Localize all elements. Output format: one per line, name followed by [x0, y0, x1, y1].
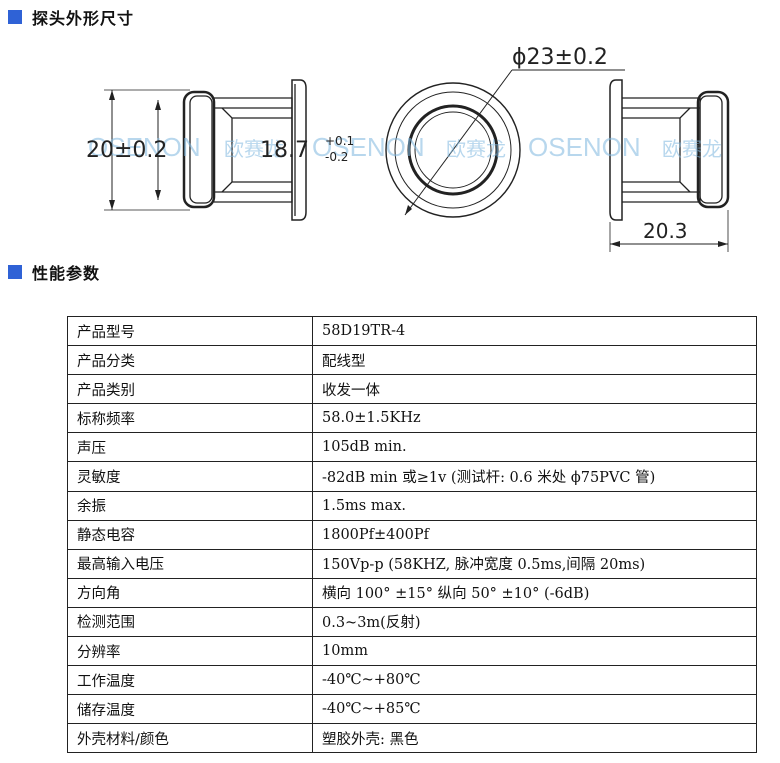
spec-value: -40℃~+80℃	[312, 665, 757, 696]
height-dimension-label: 20±0.2	[86, 138, 167, 163]
watermark-cn-3: 欧赛龙	[662, 137, 722, 161]
params-title: 性能参数	[32, 264, 101, 283]
spec-value: 1.5ms max.	[312, 490, 757, 521]
diameter-dimension-label: ϕ23±0.2	[512, 45, 608, 70]
spec-label: 余振	[67, 490, 313, 521]
depth-dimension-label: 20.3	[643, 219, 688, 243]
inner-tolerance-minus: -0.2	[325, 150, 348, 164]
table-row: 产品分类配线型	[67, 345, 757, 376]
spec-label: 储存温度	[67, 694, 313, 725]
blue-square-icon	[8, 265, 22, 279]
spec-label: 外壳材料/颜色	[67, 723, 313, 754]
spec-value: -82dB min 或≥1v (测试杆: 0.6 米处 ϕ75PVC 管)	[312, 461, 757, 492]
spec-value: 配线型	[312, 345, 757, 376]
table-row: 灵敏度-82dB min 或≥1v (测试杆: 0.6 米处 ϕ75PVC 管)	[67, 461, 757, 492]
table-row: 储存温度-40℃~+85℃	[67, 694, 757, 725]
spec-label: 声压	[67, 432, 313, 463]
spec-label: 产品类别	[67, 374, 313, 405]
spec-label: 标称频率	[67, 403, 313, 434]
spec-label: 最高输入电压	[67, 548, 313, 579]
table-row: 产品类别收发一体	[67, 374, 757, 405]
spec-value: 塑胶外壳: 黑色	[312, 723, 757, 754]
table-row: 工作温度-40℃~+80℃	[67, 665, 757, 696]
side-view-right	[609, 79, 730, 252]
dimension-drawing: OSENON 欧赛龙 OSENON 欧赛龙 OSENON 欧赛龙 20±0.2 …	[86, 45, 730, 252]
spec-value: 150Vp-p (58KHZ, 脉冲宽度 0.5ms,间隔 20ms)	[312, 548, 757, 579]
inner-dimension-label: 18.7	[260, 138, 309, 163]
table-row: 外壳材料/颜色塑胶外壳: 黑色	[67, 723, 757, 754]
spec-label: 静态电容	[67, 519, 313, 550]
front-view-circle	[385, 69, 625, 218]
dimensions-section-header: 探头外形尺寸	[8, 6, 134, 28]
spec-label: 方向角	[67, 577, 313, 608]
spec-value: -40℃~+85℃	[312, 694, 757, 725]
watermark-cn-2: 欧赛龙	[446, 137, 506, 161]
blue-square-icon	[8, 10, 22, 24]
watermark-text-1: OSENON	[88, 132, 201, 162]
spec-value: 0.3~3m(反射)	[312, 606, 757, 638]
watermark-text-2: OSENON	[312, 132, 425, 162]
side-view-left	[104, 79, 307, 221]
spec-label: 检测范围	[67, 606, 313, 638]
spec-value: 58D19TR-4	[312, 315, 757, 347]
spec-value: 横向 100° ±15° 纵向 50° ±10° (-6dB)	[312, 577, 757, 608]
watermark-text-3: OSENON	[528, 132, 641, 162]
spec-value: 1800Pf±400Pf	[312, 519, 757, 550]
spec-label: 产品分类	[67, 345, 313, 376]
spec-label: 产品型号	[67, 315, 313, 347]
spec-label: 分辨率	[67, 636, 313, 667]
spec-value: 58.0±1.5KHz	[312, 403, 757, 434]
spec-label: 灵敏度	[67, 461, 313, 492]
watermark-cn-1: 欧赛龙	[224, 137, 284, 161]
spec-value: 收发一体	[312, 374, 757, 405]
watermark: OSENON 欧赛龙 OSENON 欧赛龙 OSENON 欧赛龙	[88, 132, 722, 162]
spec-value: 10mm	[312, 636, 757, 667]
inner-tolerance-plus: +0.1	[325, 134, 354, 148]
params-section-header: 性能参数	[8, 261, 100, 283]
dimensions-title: 探头外形尺寸	[32, 9, 135, 28]
table-row: 方向角横向 100° ±15° 纵向 50° ±10° (-6dB)	[67, 577, 757, 608]
spec-value: 105dB min.	[312, 432, 757, 463]
spec-label: 工作温度	[67, 665, 313, 696]
